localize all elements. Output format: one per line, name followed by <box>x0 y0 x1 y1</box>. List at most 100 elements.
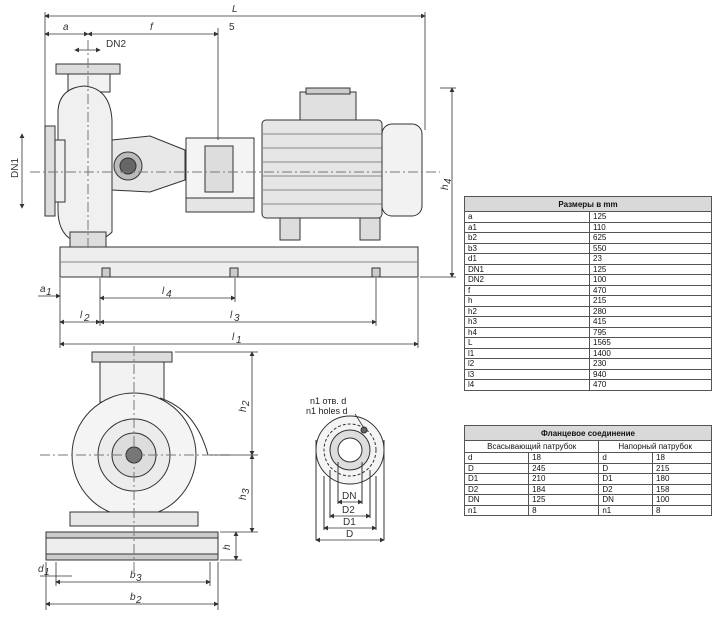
flange-param: n1 <box>598 504 654 516</box>
svg-text:3: 3 <box>234 313 240 324</box>
flange-bolt-hole <box>360 426 368 434</box>
dim-D2: D2 <box>342 505 355 516</box>
flange-param: n1 <box>463 504 530 516</box>
flange-view <box>315 415 385 540</box>
flange-param: DN <box>598 494 654 506</box>
dimension-value: 125 <box>589 211 712 223</box>
dimension-value: 230 <box>589 358 712 370</box>
dim-h3: h <box>238 494 249 500</box>
flange-col-suction: Всасывающий патрубок <box>463 440 600 453</box>
flange-param: D2 <box>463 483 530 495</box>
svg-text:3: 3 <box>136 573 142 584</box>
dimension-value: 415 <box>589 316 712 328</box>
front-discharge-flange <box>91 351 173 363</box>
flange-param: D1 <box>598 473 654 485</box>
flange-value: 8 <box>528 504 600 516</box>
dim-a1: a <box>40 284 46 295</box>
label-n1-en: n1 holes d <box>306 406 348 416</box>
dim-D1: D1 <box>343 517 356 528</box>
flange-dimensions <box>315 413 385 543</box>
dimension-value: 550 <box>589 242 712 254</box>
flange-value: 125 <box>528 494 600 506</box>
dimension-value: 215 <box>589 295 712 307</box>
dimension-name: l2 <box>464 358 590 370</box>
dim-DN2: DN2 <box>106 39 126 50</box>
dimension-value: 470 <box>589 284 712 296</box>
flange-table-title: Фланцевое соединение <box>464 425 712 441</box>
dimension-name: DN1 <box>464 263 590 275</box>
motor-body <box>261 119 383 219</box>
dim-h4: h <box>440 184 451 190</box>
dimension-name: DN2 <box>464 274 590 286</box>
dim-l2: l <box>80 310 83 321</box>
dimension-name: l4 <box>464 379 590 391</box>
dimension-name: b3 <box>464 242 590 254</box>
dimension-name: a1 <box>464 221 590 233</box>
svg-text:1: 1 <box>46 287 52 298</box>
dimension-name: h <box>464 295 590 307</box>
dim-d1: d <box>38 564 44 575</box>
front-view <box>40 346 232 575</box>
dimension-name: d1 <box>464 253 590 265</box>
flange-param: D <box>463 462 530 474</box>
svg-text:3: 3 <box>241 488 252 494</box>
flange-value: 100 <box>652 494 712 506</box>
svg-text:1: 1 <box>236 335 242 346</box>
flange-value: 158 <box>652 483 712 495</box>
dimensions-table-title: Размеры в mm <box>464 196 712 212</box>
dim-f: f <box>150 22 154 33</box>
dimension-value: 23 <box>589 253 712 265</box>
side-view <box>30 40 440 278</box>
flange-table: Фланцевое соединение Всасывающий патрубо… <box>463 425 712 516</box>
dim-l3: l <box>230 310 233 321</box>
flange-col-discharge: Напорный патрубок <box>598 440 712 453</box>
svg-text:2: 2 <box>83 313 90 324</box>
side-dimension-labels: L a f DN2 5 DN1 h 4 a 1 l 4 l 2 l 3 l 1 <box>10 4 454 346</box>
dimension-name: h3 <box>464 316 590 328</box>
svg-text:4: 4 <box>166 289 172 300</box>
dim-L: L <box>232 4 238 15</box>
dimension-name: l3 <box>464 368 590 380</box>
flange-value: 215 <box>652 462 712 474</box>
dim-s: 5 <box>229 22 235 33</box>
terminal-box <box>299 91 357 121</box>
svg-text:2: 2 <box>241 400 252 407</box>
dim-DN: DN <box>342 491 356 502</box>
dimension-value: 795 <box>589 326 712 338</box>
flange-param: D <box>598 462 654 474</box>
dimension-value: 110 <box>589 221 712 233</box>
flange-param: D1 <box>463 473 530 485</box>
dimension-value: 280 <box>589 305 712 317</box>
dimension-name: L <box>464 337 590 349</box>
svg-text:2: 2 <box>135 595 142 606</box>
front-dimensions <box>40 351 258 610</box>
flange-value: 184 <box>528 483 600 495</box>
side-dimensions <box>19 12 456 348</box>
motor-fan-cover <box>381 123 423 217</box>
flange-value: 245 <box>528 462 600 474</box>
dimension-value: 1400 <box>589 347 712 359</box>
dimension-value: 125 <box>589 263 712 275</box>
flange-value: 180 <box>652 473 712 485</box>
flange-value: 18 <box>652 452 712 464</box>
pump-casing <box>57 85 113 242</box>
dim-b3: b <box>130 570 136 581</box>
dimension-name: a <box>464 211 590 223</box>
dim-l1: l <box>232 332 235 343</box>
dim-h: h <box>222 544 233 550</box>
